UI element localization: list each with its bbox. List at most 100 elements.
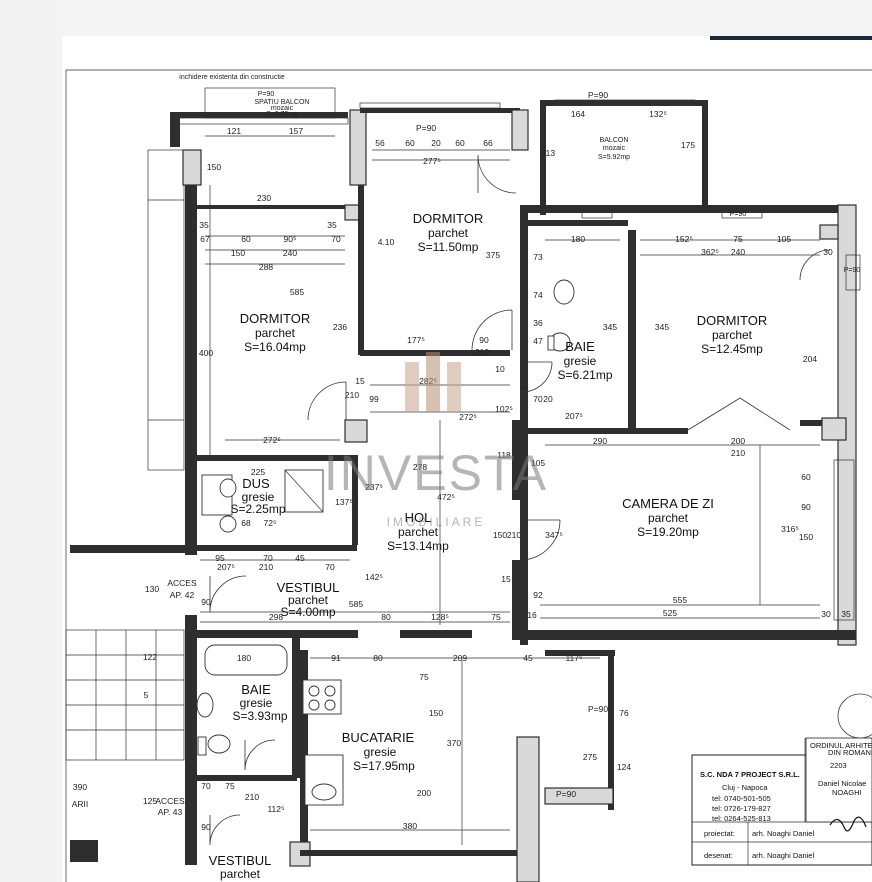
dim-top: 60 — [405, 138, 415, 148]
dim: 30 — [821, 609, 831, 619]
room-finish: parchet — [648, 511, 689, 525]
dim: 75 — [733, 234, 743, 244]
dim: 70 — [331, 234, 341, 244]
dim: 15 — [355, 376, 365, 386]
dim: 90 — [479, 335, 489, 345]
role-1-label: proiectat: — [704, 829, 735, 838]
dim: 68 — [241, 518, 251, 528]
dim: 137⁵ — [335, 497, 353, 507]
room-finish: gresie — [240, 696, 273, 710]
top-note: inchidere existenta din constructie — [179, 74, 285, 81]
dim: 20 — [543, 394, 553, 404]
room-finish: gresie — [564, 354, 597, 368]
door-mark: P=90 — [416, 123, 436, 133]
dim: 95 — [215, 553, 225, 563]
dim: 73 — [533, 252, 543, 262]
role-2-value: arh. Noaghi Daniel — [752, 851, 814, 860]
room-finish: parchet — [428, 226, 469, 240]
signature — [829, 816, 867, 832]
dim-top: 213 — [541, 148, 555, 158]
dim: 80 — [373, 653, 383, 663]
room-finish: gresie — [242, 490, 275, 504]
dim: 150 — [429, 708, 443, 718]
access-label: ACCES — [155, 796, 185, 806]
room-name: BUCATARIE — [342, 730, 415, 745]
city: Cluj - Napoca — [722, 783, 768, 792]
dim: 72⁵ — [264, 518, 277, 528]
dim: 150 — [799, 532, 813, 542]
dim: 45 — [523, 653, 533, 663]
dim: 35 — [327, 220, 337, 230]
dim: 102⁵ — [495, 404, 513, 414]
dim: 92 — [533, 590, 543, 600]
dim: 236 — [333, 322, 347, 332]
dim: 105 — [531, 458, 545, 468]
dim: 525 — [663, 608, 677, 618]
dim: 210 — [259, 562, 273, 572]
room-name: CAMERA DE ZI — [622, 496, 714, 511]
stamp-name: Daniel Nicolae — [818, 779, 866, 788]
dim: 345 — [603, 322, 617, 332]
balcony-1-finish: mozaic — [271, 105, 294, 112]
order-sub: DIN ROMANIA — [828, 748, 872, 757]
room-finish: gresie — [364, 745, 397, 759]
dim: 75 — [491, 612, 501, 622]
dim: 4.10 — [378, 237, 395, 247]
dim-top: 230 — [257, 193, 271, 203]
balcony-1-p: P=90 — [258, 91, 275, 98]
dim: 60 — [241, 234, 251, 244]
dim: 70 — [533, 394, 543, 404]
dim: 290 — [593, 436, 607, 446]
dim: 60 — [801, 472, 811, 482]
room-area: S=13.14mp — [387, 539, 449, 553]
room-name: HOL — [405, 510, 432, 525]
dim: 150 — [231, 248, 245, 258]
dim: 112⁵ — [267, 804, 284, 814]
dim: 240 — [731, 247, 745, 257]
dim: 35 — [841, 609, 851, 619]
tel-1: tel: 0740-501-505 — [712, 794, 771, 803]
fixtures — [196, 279, 575, 806]
dim: 240 — [283, 248, 297, 258]
dim: 45 — [295, 553, 305, 563]
tel-2: tel: 0726-179-827 — [712, 804, 771, 813]
access-code: AP. 42 — [170, 590, 195, 600]
dim-top: 56 — [375, 138, 385, 148]
dim: 74 — [533, 290, 543, 300]
dim: 200 — [731, 436, 745, 446]
dim: 142⁵ — [365, 572, 383, 582]
dim: 275 — [583, 752, 597, 762]
room-name: DORMITOR — [413, 211, 484, 226]
dim: 10 — [495, 364, 505, 374]
room-area: S=3.93mp — [232, 709, 287, 723]
dim: 370 — [447, 738, 461, 748]
room-area: S=2.25mp — [230, 502, 285, 516]
company: S.C. NDA 7 PROJECT S.R.L. — [700, 770, 800, 779]
dim-top: 164 — [571, 109, 585, 119]
role-1-value: arh. Noaghi Daniel — [752, 829, 814, 838]
room-finish: parchet — [288, 593, 329, 607]
stamp-surname: NOAGHI — [832, 788, 862, 797]
dim: 35 — [199, 220, 209, 230]
dim: 105 — [777, 234, 791, 244]
room-area: S=17.95mp — [353, 759, 415, 773]
dim: 345 — [655, 322, 669, 332]
dim-top: 20 — [431, 138, 441, 148]
role-2-label: desenat: — [704, 851, 733, 860]
door-mark: P=90 — [588, 704, 608, 714]
balcony-2-finish: mozaic — [603, 145, 626, 152]
dim: 130 — [145, 584, 159, 594]
tel-3: tel: 0264-525-813 — [712, 814, 771, 823]
dim: 585 — [290, 287, 304, 297]
dim: 225 — [251, 467, 265, 477]
dim: 200 — [417, 788, 431, 798]
room-area: S=16.04mp — [244, 340, 306, 354]
room-name: BAIE — [241, 682, 271, 697]
dim: 180 — [237, 653, 251, 663]
room-finish: parchet — [220, 867, 261, 881]
dim: 124 — [617, 762, 631, 772]
walls — [170, 87, 857, 882]
windows — [177, 99, 861, 621]
door-mark: P=90 — [556, 789, 576, 799]
room-area: S=4.00mp — [280, 605, 335, 619]
